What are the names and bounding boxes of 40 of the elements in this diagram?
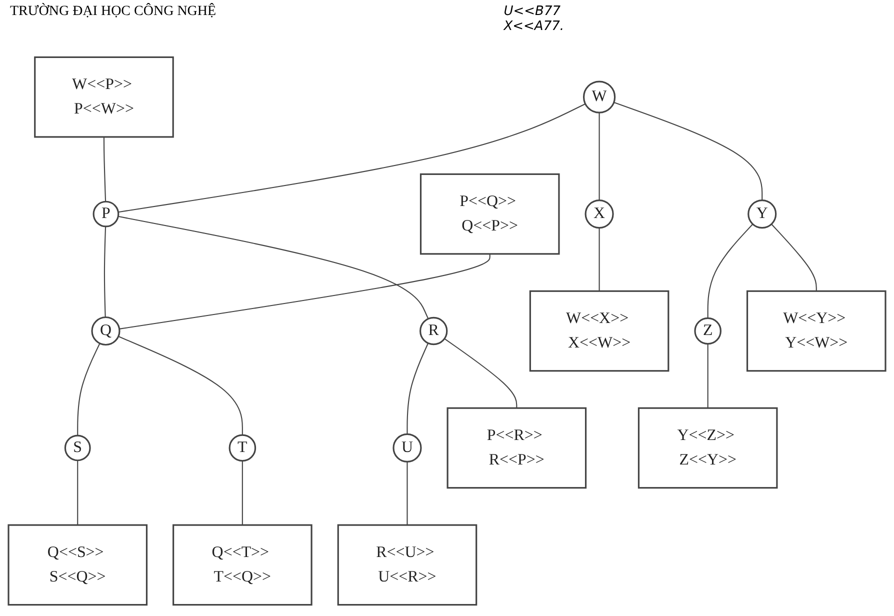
connector bbox=[119, 254, 490, 330]
node-circle: P bbox=[92, 200, 120, 228]
node-circle: Q bbox=[91, 316, 120, 346]
connector bbox=[598, 112, 600, 200]
node-box: P<<Q>> Q<<P>> bbox=[420, 173, 560, 255]
node-box: Q<<S>> S<<Q>> bbox=[8, 524, 148, 606]
node-box: W<<P>> P<<W>> bbox=[34, 56, 174, 138]
connector bbox=[707, 344, 708, 408]
connector bbox=[118, 216, 429, 320]
connector bbox=[707, 224, 754, 318]
connector bbox=[104, 226, 106, 318]
node-circle: T bbox=[228, 434, 256, 462]
node-circle: Z bbox=[694, 317, 722, 345]
connector bbox=[614, 102, 763, 200]
handwritten-note: X<<A77. bbox=[504, 19, 564, 34]
connector bbox=[118, 336, 243, 436]
connector bbox=[103, 136, 106, 202]
connector bbox=[598, 228, 600, 292]
connector bbox=[77, 343, 100, 436]
node-box: R<<U>> U<<R>> bbox=[337, 524, 478, 606]
node-box: W<<Y>> Y<<W>> bbox=[746, 290, 886, 372]
node-circle: W bbox=[582, 80, 616, 114]
node-box: Q<<T>> T<<Q>> bbox=[172, 524, 312, 606]
connector bbox=[406, 342, 429, 434]
connector bbox=[771, 224, 817, 292]
node-circle: S bbox=[64, 434, 91, 462]
connector bbox=[406, 462, 408, 526]
node-box: Y<<Z>> Z<<Y>> bbox=[638, 407, 778, 489]
node-circle: R bbox=[420, 316, 448, 346]
connector bbox=[77, 460, 78, 526]
handwritten-note: U<<B77 bbox=[504, 4, 562, 19]
header-text: TRƯỜNG ĐẠI HỌC CÔNG NGHỆ bbox=[10, 4, 216, 20]
node-circle: X bbox=[584, 200, 614, 229]
node-box: W<<X>> X<<W>> bbox=[529, 290, 670, 372]
node-circle: U bbox=[392, 433, 422, 462]
connector bbox=[444, 338, 518, 408]
connector bbox=[242, 460, 243, 526]
node-box: P<<R>> R<<P>> bbox=[446, 407, 587, 489]
node-circle: Y bbox=[748, 200, 777, 229]
connector bbox=[118, 103, 586, 213]
